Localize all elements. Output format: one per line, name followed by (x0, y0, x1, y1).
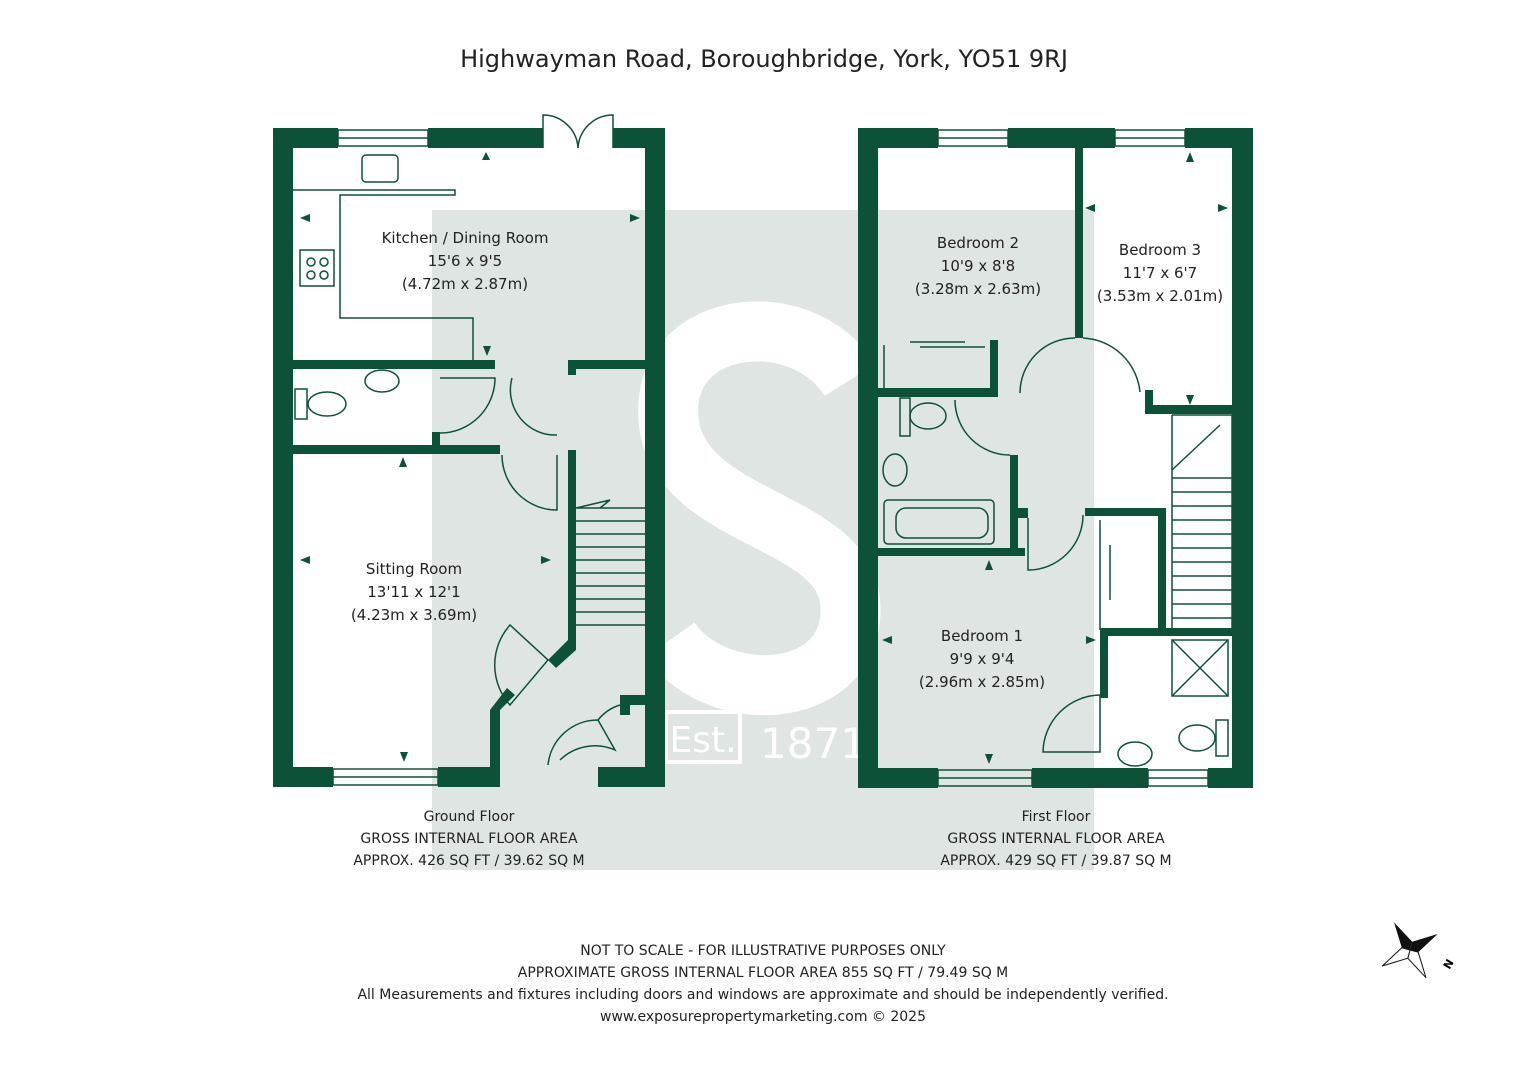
room-metric: (2.96m x 2.85m) (918, 673, 1046, 691)
footer-line: All Measurements and fixtures including … (357, 987, 1169, 1003)
first-floor-area: First Floor GROSS INTERNAL FLOOR AREA AP… (940, 806, 1171, 872)
page-title: Highwayman Road, Boroughbridge, York, YO… (460, 45, 1068, 73)
room-name: Bedroom 3 (1118, 241, 1202, 259)
area-value: APPROX. 429 SQ FT / 39.87 SQ M (940, 853, 1172, 869)
floor-label: Ground Floor (423, 809, 515, 825)
room-metric: (3.53m x 2.01m) (1096, 287, 1224, 305)
room-kitchen-dining: Kitchen / Dining Room 15'6 x 9'5 (4.72m … (382, 227, 549, 296)
footer-line: NOT TO SCALE - FOR ILLUSTRATIVE PURPOSES… (580, 943, 946, 959)
footer-line: APPROXIMATE GROSS INTERNAL FLOOR AREA 85… (517, 965, 1009, 981)
room-name: Bedroom 1 (940, 627, 1024, 645)
room-bedroom-2: Bedroom 2 10'9 x 8'8 (3.28m x 2.63m) (915, 232, 1041, 301)
first-floor-fixtures (882, 129, 1233, 787)
footer-disclaimer: NOT TO SCALE - FOR ILLUSTRATIVE PURPOSES… (357, 940, 1168, 1028)
room-metric: (4.72m x 2.87m) (401, 275, 529, 293)
footer-website: www.exposurepropertymarketing.com © 2025 (599, 1009, 926, 1025)
room-imperial: 10'9 x 8'8 (940, 257, 1016, 275)
compass-icon (1381, 922, 1438, 979)
svg-text:1871: 1871 (760, 719, 867, 768)
ground-floor-fixtures (293, 114, 645, 786)
first-floor-arrows (882, 152, 1228, 764)
room-name: Sitting Room (365, 560, 463, 578)
watermark: Est. 1871 (432, 210, 1094, 870)
room-imperial: 11'7 x 6'7 (1122, 264, 1198, 282)
compass-north-label: N (1441, 957, 1457, 971)
room-bedroom-3: Bedroom 3 11'7 x 6'7 (3.53m x 2.01m) (1097, 239, 1223, 308)
room-metric: (4.23m x 3.69m) (350, 606, 478, 624)
area-label: GROSS INTERNAL FLOOR AREA (947, 831, 1165, 847)
room-name: Kitchen / Dining Room (381, 229, 549, 247)
ground-floor-arrows (300, 152, 640, 762)
first-floor-walls (858, 128, 1253, 788)
room-imperial: 9'9 x 9'4 (949, 650, 1015, 668)
room-name: Bedroom 2 (936, 234, 1020, 252)
ground-floor-area: Ground Floor GROSS INTERNAL FLOOR AREA A… (353, 806, 584, 872)
room-imperial: 13'11 x 12'1 (367, 583, 461, 601)
area-label: GROSS INTERNAL FLOOR AREA (360, 831, 578, 847)
room-sitting-room: Sitting Room 13'11 x 12'1 (4.23m x 3.69m… (351, 558, 477, 627)
area-value: APPROX. 426 SQ FT / 39.62 SQ M (353, 853, 585, 869)
ground-floor-walls (273, 128, 665, 787)
room-imperial: 15'6 x 9'5 (427, 252, 503, 270)
room-bedroom-1: Bedroom 1 9'9 x 9'4 (2.96m x 2.85m) (919, 625, 1045, 694)
floor-label: First Floor (1021, 809, 1091, 825)
svg-text:Est.: Est. (669, 720, 736, 761)
room-metric: (3.28m x 2.63m) (914, 280, 1042, 298)
